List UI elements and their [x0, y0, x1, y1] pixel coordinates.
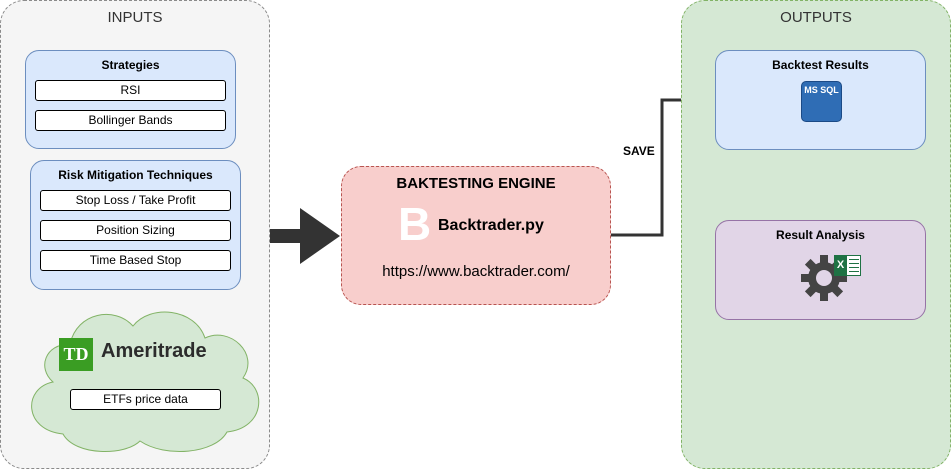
result-analysis-title: Result Analysis [776, 228, 865, 242]
gear-icon [801, 255, 847, 301]
td-ameritrade-logo: TD Ameritrade [59, 338, 229, 372]
backtest-results-title: Backtest Results [772, 58, 869, 72]
backtrader-logo: B [398, 198, 432, 250]
risk-time-based-stop[interactable]: Time Based Stop [40, 250, 231, 271]
engine-title: BAKTESTING ENGINE [396, 175, 556, 192]
risk-stop-loss[interactable]: Stop Loss / Take Profit [40, 190, 231, 211]
ms-sql-database-icon: MS SQL [801, 81, 842, 122]
strategies-title: Strategies [101, 58, 160, 72]
save-label: SAVE [623, 144, 655, 158]
excel-mark: X [834, 255, 847, 276]
excel-grid [849, 259, 859, 272]
result-analysis-card: Result Analysis X [715, 220, 926, 320]
backtrader-url[interactable]: https://www.backtrader.com/ [382, 263, 570, 280]
outputs-title: OUTPUTS [780, 9, 852, 26]
etfs-price-data[interactable]: ETFs price data [70, 389, 221, 410]
td-logo-mark: TD [59, 338, 93, 371]
risk-position-sizing[interactable]: Position Sizing [40, 220, 231, 241]
strategy-bollinger-bands[interactable]: Bollinger Bands [35, 110, 226, 131]
ms-sql-label: MS SQL [804, 85, 839, 95]
backtest-results-card: Backtest Results MS SQL [715, 50, 926, 150]
inputs-to-engine-arrow [270, 208, 340, 264]
excel-icon: X [834, 255, 861, 276]
inputs-title: INPUTS [107, 9, 163, 26]
td-logo-text: Ameritrade [101, 340, 207, 362]
risk-title: Risk Mitigation Techniques [58, 168, 213, 182]
backtrader-name: Backtrader.py [438, 217, 544, 234]
strategies-card: Strategies RSI Bollinger Bands [25, 50, 236, 149]
backtesting-engine: BAKTESTING ENGINE B Backtrader.py https:… [341, 166, 611, 305]
risk-card: Risk Mitigation Techniques Stop Loss / T… [30, 160, 241, 290]
data-source-cloud [31, 311, 260, 452]
strategy-rsi[interactable]: RSI [35, 80, 226, 101]
